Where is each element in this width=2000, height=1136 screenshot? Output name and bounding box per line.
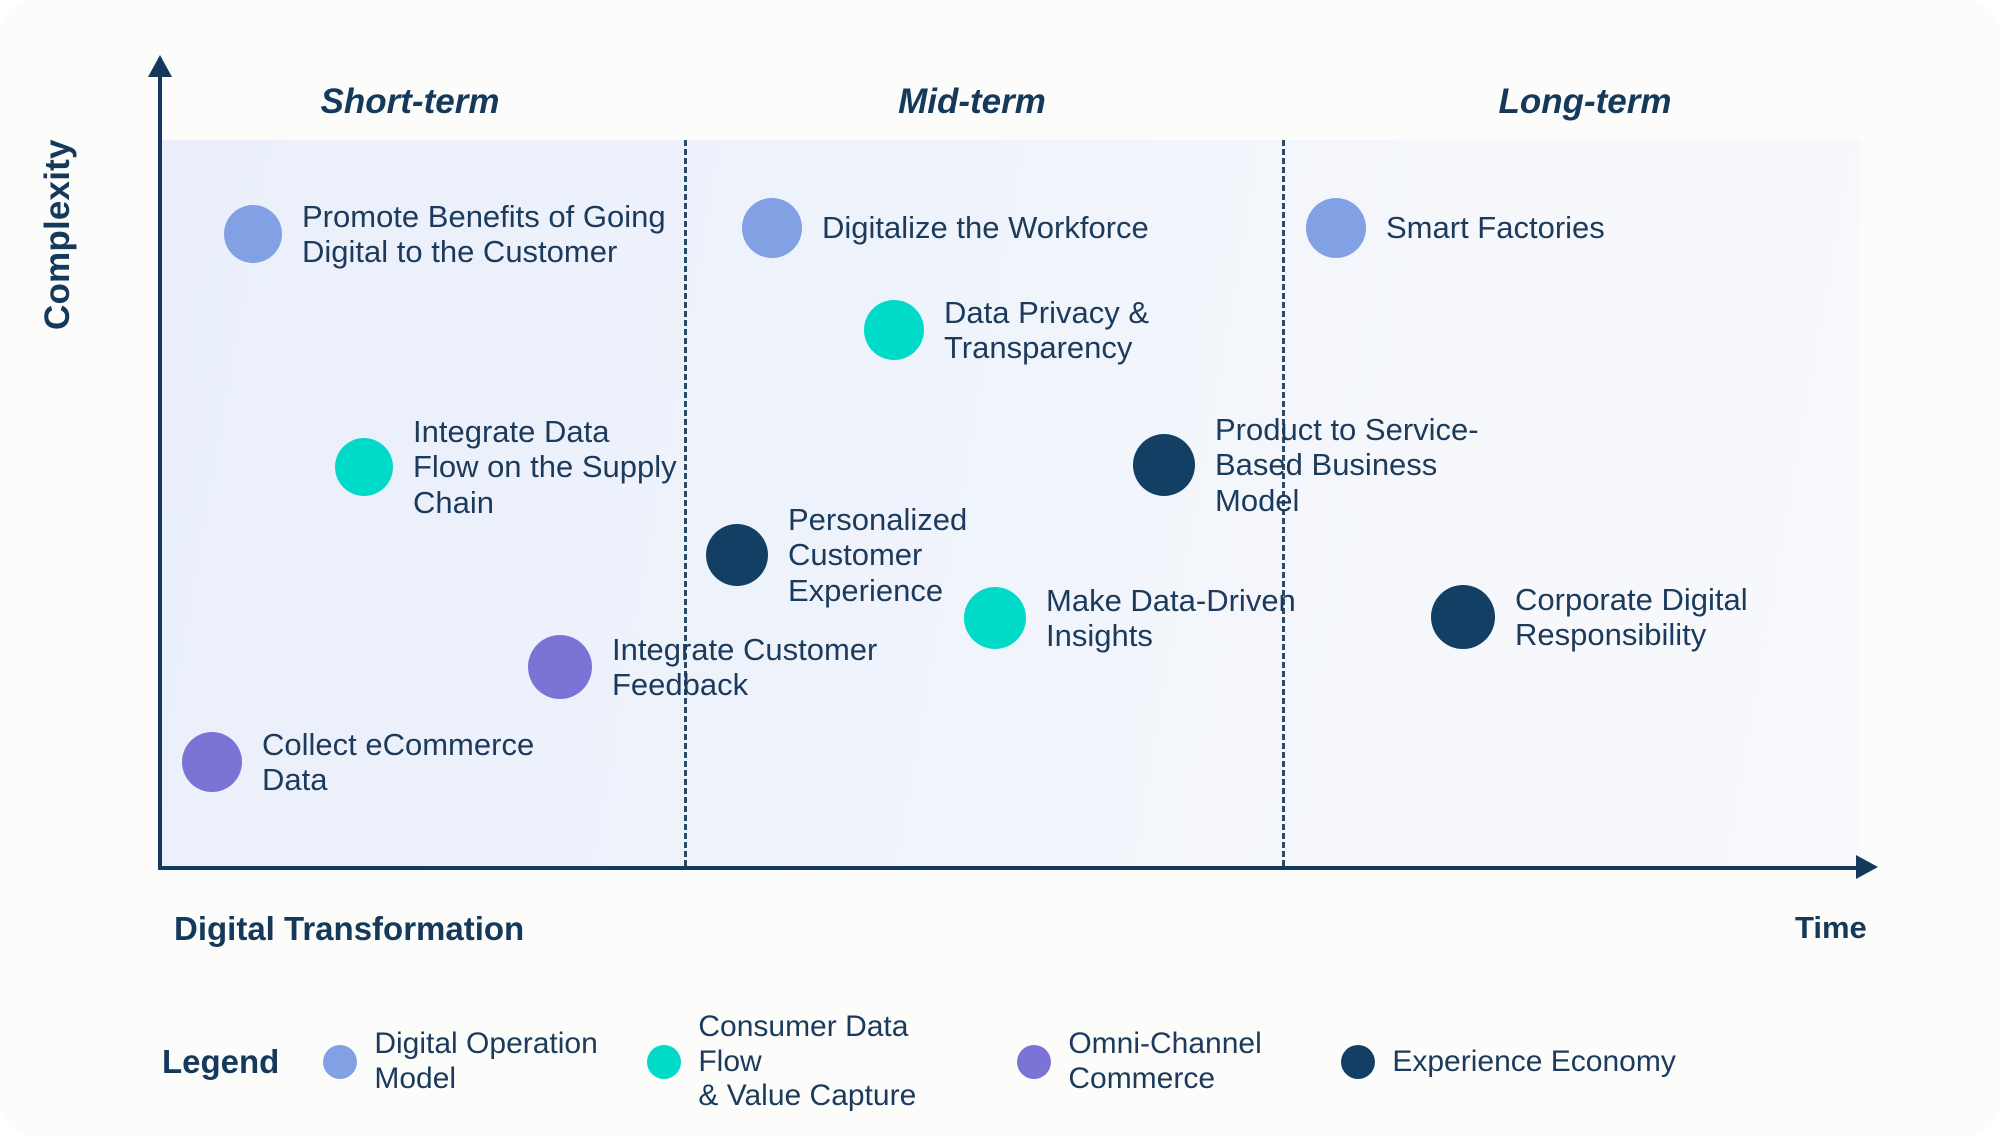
- bubble-item[interactable]: Promote Benefits of Going Digital to the…: [224, 199, 666, 270]
- bubble-label: Corporate Digital Responsibility: [1515, 582, 1748, 653]
- bubble-item[interactable]: Integrate Customer Feedback: [528, 632, 877, 703]
- y-axis-arrow-icon: [148, 55, 172, 77]
- bubble-label: Promote Benefits of Going Digital to the…: [302, 199, 666, 270]
- legend-item-label: Digital Operation Model: [374, 1027, 598, 1095]
- legend-item[interactable]: Omni-Channel Commerce: [1017, 1027, 1303, 1096]
- legend-item[interactable]: Digital Operation Model: [323, 1027, 609, 1096]
- bubble-label: Collect eCommerce Data: [262, 727, 535, 798]
- x-axis-label-right: Time: [1795, 910, 1867, 945]
- bubble-item[interactable]: Make Data-Driven Insights: [964, 583, 1296, 654]
- legend-dot-icon: [1017, 1044, 1052, 1079]
- bubble-dot-icon: [706, 523, 768, 586]
- bubble-label: Personalized Customer Experience: [788, 502, 968, 608]
- legend-item[interactable]: Experience Economy: [1341, 1044, 1676, 1080]
- column-header-short-term: Short-term: [320, 82, 500, 121]
- column-divider-short-mid: [684, 140, 687, 866]
- legend-item-label: Experience Economy: [1392, 1044, 1676, 1078]
- legend-dot-icon: [1341, 1044, 1376, 1079]
- x-axis-arrow-icon: [1856, 855, 1878, 879]
- bubble-dot-icon: [528, 635, 592, 700]
- legend: Legend Digital Operation Model Consumer D…: [162, 1010, 1714, 1114]
- bubble-label: Data Privacy & Transparency: [944, 295, 1150, 366]
- y-axis-line: [158, 72, 162, 868]
- plot-area: [162, 140, 1860, 866]
- legend-dot-icon: [323, 1044, 358, 1079]
- column-divider-mid-long: [1282, 140, 1285, 866]
- bubble-label: Smart Factories: [1386, 210, 1605, 246]
- bubble-dot-icon: [1133, 433, 1195, 496]
- bubble-item[interactable]: Smart Factories: [1306, 198, 1605, 258]
- legend-dot-icon: [647, 1044, 682, 1079]
- bubble-dot-icon: [335, 437, 393, 496]
- bubble-label: Integrate Data Flow on the Supply Chain: [413, 414, 677, 520]
- bubble-label: Product to Service- Based Business Model: [1215, 412, 1479, 518]
- bubble-dot-icon: [1306, 198, 1366, 258]
- bubble-dot-icon: [864, 300, 924, 361]
- legend-item-label: Omni-Channel Commerce: [1068, 1027, 1262, 1095]
- x-axis-label-left: Digital Transformation: [174, 910, 525, 947]
- bubble-item[interactable]: Personalized Customer Experience: [706, 502, 967, 608]
- x-axis-line: [158, 866, 1860, 870]
- bubble-item[interactable]: Product to Service- Based Business Model: [1133, 412, 1479, 518]
- legend-item[interactable]: Consumer Data Flow & Value Capture: [647, 1010, 979, 1114]
- bubble-label: Digitalize the Workforce: [822, 210, 1149, 246]
- bubble-label: Make Data-Driven Insights: [1046, 583, 1296, 654]
- y-axis-label: Complexity: [38, 139, 77, 330]
- bubble-dot-icon: [224, 205, 282, 264]
- bubble-dot-icon: [182, 732, 242, 793]
- legend-item-label: Consumer Data Flow & Value Capture: [698, 1010, 917, 1112]
- bubble-item[interactable]: Data Privacy & Transparency: [864, 295, 1149, 366]
- column-header-long-term: Long-term: [1498, 82, 1672, 121]
- bubble-label: Integrate Customer Feedback: [612, 632, 878, 703]
- bubble-item[interactable]: Collect eCommerce Data: [182, 727, 534, 798]
- bubble-dot-icon: [1431, 585, 1495, 650]
- bubble-dot-icon: [742, 198, 802, 258]
- bubble-item[interactable]: Integrate Data Flow on the Supply Chain: [335, 414, 677, 520]
- bubble-dot-icon: [964, 587, 1026, 650]
- bubble-item[interactable]: Digitalize the Workforce: [742, 198, 1149, 258]
- column-header-mid-term: Mid-term: [898, 82, 1046, 121]
- bubble-item[interactable]: Corporate Digital Responsibility: [1431, 582, 1748, 653]
- legend-title: Legend: [162, 1042, 280, 1080]
